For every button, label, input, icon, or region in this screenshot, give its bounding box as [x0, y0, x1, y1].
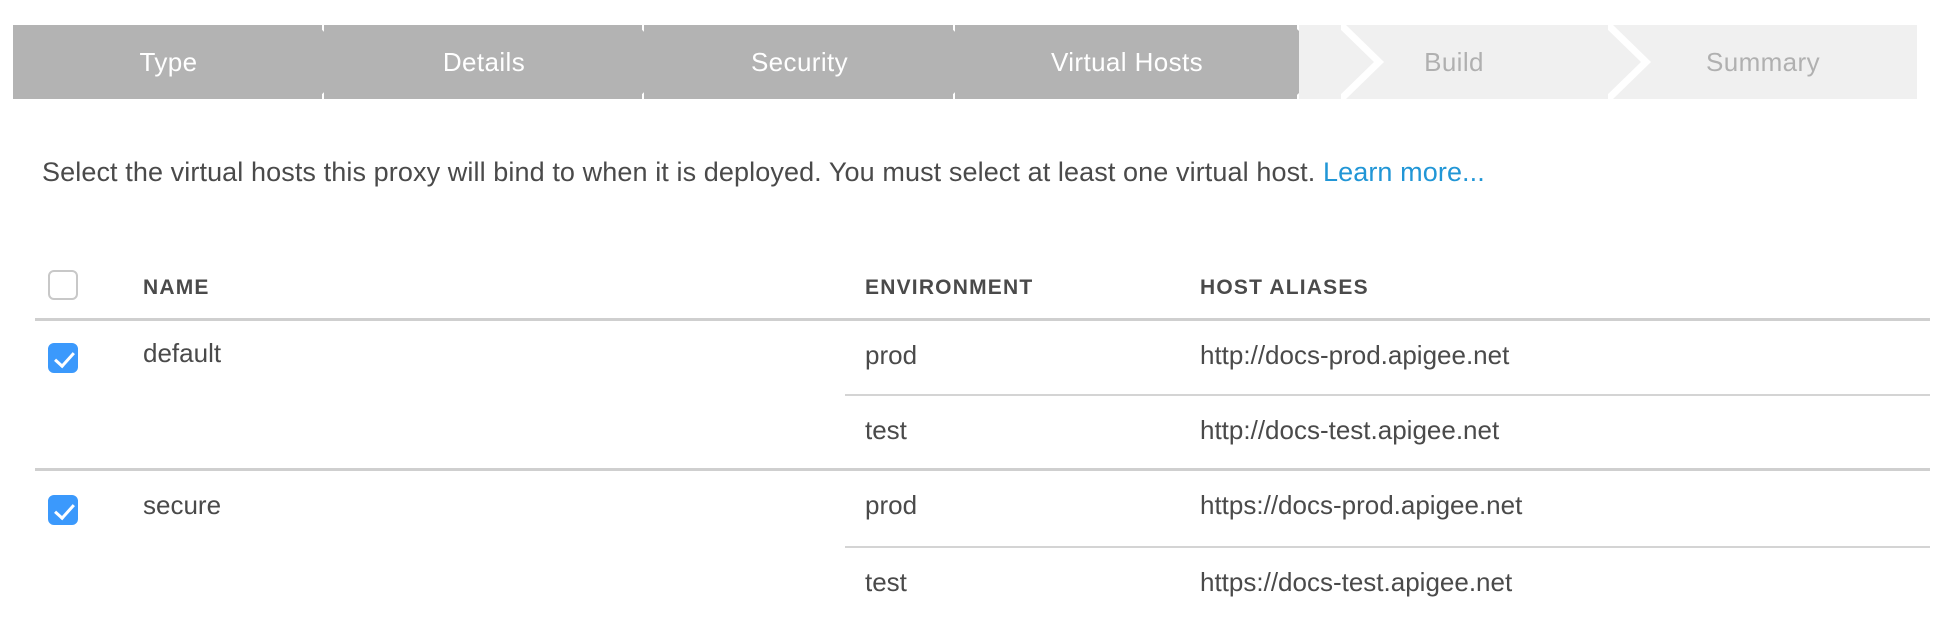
sub-row-host-alias: http://docs-test.apigee.net: [1200, 415, 1500, 445]
wizard-step-label: Summary: [1705, 46, 1821, 77]
row-checkbox-default[interactable]: [48, 343, 78, 373]
sub-row: test https://docs-test.apigee.net: [0, 547, 1949, 622]
table-header-row: NAME ENVIRONMENT HOST ALIASES: [0, 268, 1949, 321]
sub-row: prod https://docs-prod.apigee.net: [0, 470, 1949, 548]
sub-row-environment: prod: [865, 340, 918, 370]
wizard-step-label: Build: [1424, 46, 1484, 77]
select-all-checkbox[interactable]: [48, 270, 78, 300]
chevron-right-icon: [1608, 25, 1652, 99]
wizard-step-security[interactable]: Security: [644, 25, 997, 99]
column-header-host-aliases: HOST ALIASES: [1200, 276, 1369, 299]
table-row: default prod http://docs-prod.apigee.net…: [0, 320, 1949, 471]
wizard-step-details[interactable]: Details: [324, 25, 686, 99]
chevron-right-icon: [1341, 25, 1385, 99]
wizard-step-label: Type: [139, 46, 198, 77]
sub-row-environment: test: [865, 567, 907, 597]
wizard-step-type[interactable]: Type: [13, 25, 366, 99]
wizard-breadcrumb: Type Details Security Virtual Hosts: [13, 25, 1917, 99]
column-header-name: NAME: [143, 276, 210, 299]
row-name-default: default: [143, 338, 222, 368]
sub-row-divider: [845, 394, 1930, 396]
sub-row-divider: [845, 546, 1930, 548]
sub-row: prod http://docs-prod.apigee.net: [0, 320, 1949, 396]
column-header-environment: ENVIRONMENT: [865, 276, 1034, 299]
sub-row: test http://docs-test.apigee.net: [0, 395, 1949, 470]
sub-row-environment: prod: [865, 490, 918, 520]
table-row: secure prod https://docs-prod.apigee.net…: [0, 470, 1949, 620]
row-checkbox-secure[interactable]: [48, 495, 78, 525]
wizard-step-label: Security: [750, 46, 849, 77]
virtual-hosts-table: NAME ENVIRONMENT HOST ALIASES default pr…: [0, 268, 1949, 620]
sub-row-host-alias: https://docs-test.apigee.net: [1200, 567, 1513, 597]
group-divider: [35, 468, 1930, 471]
description-text: Select the virtual hosts this proxy will…: [42, 157, 1323, 187]
sub-row-host-alias: http://docs-prod.apigee.net: [1200, 340, 1510, 370]
wizard-step-virtual-hosts[interactable]: Virtual Hosts: [955, 25, 1341, 99]
sub-row-environment: test: [865, 415, 907, 445]
page-description: Select the virtual hosts this proxy will…: [42, 157, 1485, 188]
wizard-step-build[interactable]: Build: [1299, 25, 1609, 99]
wizard-step-summary[interactable]: Summary: [1608, 25, 1917, 99]
sub-row-host-alias: https://docs-prod.apigee.net: [1200, 490, 1523, 520]
header-divider: [35, 318, 1930, 321]
wizard-step-label: Virtual Hosts: [1050, 46, 1204, 77]
row-name-secure: secure: [143, 490, 222, 520]
learn-more-link[interactable]: Learn more...: [1322, 157, 1485, 187]
wizard-step-label: Details: [442, 46, 526, 77]
